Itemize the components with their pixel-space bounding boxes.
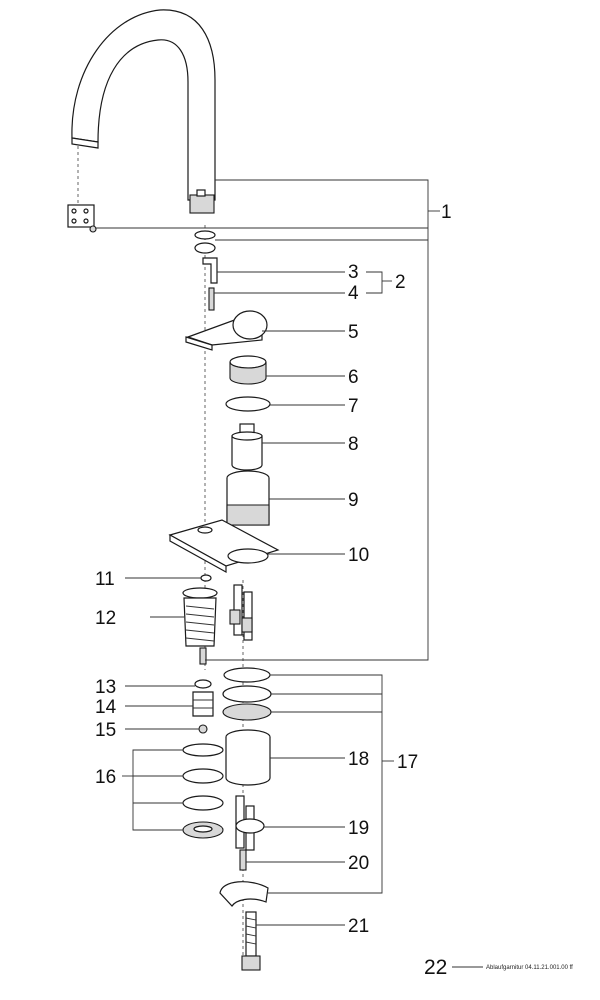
aerator-screw: [89, 225, 97, 233]
callout-2: 2: [395, 272, 406, 293]
aerator-pin-b: [83, 208, 89, 214]
part-16-washer-3: [182, 795, 224, 811]
part-20-rod: [239, 849, 247, 871]
part-19-bracket: [235, 818, 265, 834]
part-12-thread-5: [185, 637, 215, 642]
part-6-ring-body: [229, 361, 267, 385]
part-12-body: [183, 597, 217, 647]
part-13-ring: [194, 679, 212, 689]
callout-22: 22: [424, 956, 447, 979]
callout-12: 12: [95, 608, 116, 629]
callout-16: 16: [95, 767, 116, 788]
callout-6: 6: [348, 367, 359, 388]
part-21-thread-1: [245, 917, 257, 921]
part-10-plate-side: [169, 533, 227, 574]
part-9-sleeve-hex: [226, 504, 270, 526]
drain-pin: [199, 647, 207, 665]
part-21-thread-4: [245, 941, 257, 945]
part-7-o-ring: [225, 396, 271, 412]
part-17-ring-a: [223, 667, 271, 683]
aerator-pin-d: [83, 218, 89, 224]
part-18-body: [225, 737, 271, 786]
part-21-thread-2: [245, 925, 257, 929]
leader-lines: [95, 179, 483, 968]
part-10-gasket: [227, 548, 269, 564]
hose-fitting-a: [229, 609, 241, 625]
callout-11: 11: [95, 569, 115, 590]
part-10-plate-hole: [197, 526, 213, 534]
spout-o-ring-b: [194, 242, 216, 254]
callout-20: 20: [348, 853, 369, 874]
aerator-part: [67, 204, 95, 228]
callout-4: 4: [348, 283, 359, 304]
part-4-pin: [208, 287, 215, 311]
aerator-pin-c: [71, 218, 77, 224]
part-16-washer-4-hole: [193, 825, 213, 833]
part-21-thread-3: [245, 933, 257, 937]
hose-fitting-b: [241, 617, 253, 633]
part-12-thread-2: [185, 613, 215, 618]
callout-5: 5: [348, 322, 359, 343]
aerator-pin-a: [71, 208, 77, 214]
part-3-clip: [202, 257, 218, 284]
leader-16-bracket: [132, 749, 183, 831]
part-21-nut: [241, 955, 261, 971]
part-16-washer-1: [182, 743, 224, 757]
callout-9: 9: [348, 490, 359, 511]
callout-14: 14: [95, 697, 117, 718]
callout-18: 18: [348, 749, 369, 770]
callout-10: 10: [348, 545, 369, 566]
part-5-lever-edge: [185, 336, 213, 351]
callout-17: 17: [397, 752, 418, 773]
callout-8: 8: [348, 434, 359, 455]
footer-part-description: Ablaufgarnitur 04.11.21.001.00 ff: [486, 965, 573, 971]
part-17-ring-c: [222, 703, 272, 721]
part-15-washer: [198, 724, 208, 734]
leader-2-bracket: [366, 271, 383, 294]
part-12-thread-1: [185, 605, 215, 610]
hose-b: [243, 591, 253, 641]
part-17-c-plate: [219, 881, 269, 907]
spout-outlet: [71, 137, 99, 149]
part-12-thread-4: [185, 629, 215, 634]
callout-13: 13: [95, 677, 116, 698]
part-8-cartridge-top: [231, 431, 263, 441]
callout-15: 15: [95, 720, 116, 741]
part-12-cap: [182, 587, 218, 599]
part-17-ring-b: [222, 685, 272, 703]
part-16-washer-2: [182, 768, 224, 784]
callout-1: 1: [441, 202, 452, 223]
part-5-lever-hub: [232, 310, 268, 340]
callout-3: 3: [348, 262, 359, 283]
spout-base: [189, 194, 215, 214]
part-14-bush: [192, 691, 214, 717]
spout-body: [71, 9, 216, 201]
leader-1-bracket: [205, 179, 429, 661]
spout-marking: [196, 189, 206, 197]
callout-21: 21: [348, 916, 369, 937]
spout-o-ring-a: [194, 230, 216, 240]
part-11-nut: [200, 574, 212, 582]
part-12-thread-3: [185, 621, 215, 626]
callout-7: 7: [348, 396, 359, 417]
callout-19: 19: [348, 818, 369, 839]
part-8-cartridge-body: [231, 435, 263, 471]
callout-numbers: 1 2 3 4 5 6 7 8 9 10 11 12 13 14 15 16 1…: [95, 202, 452, 979]
